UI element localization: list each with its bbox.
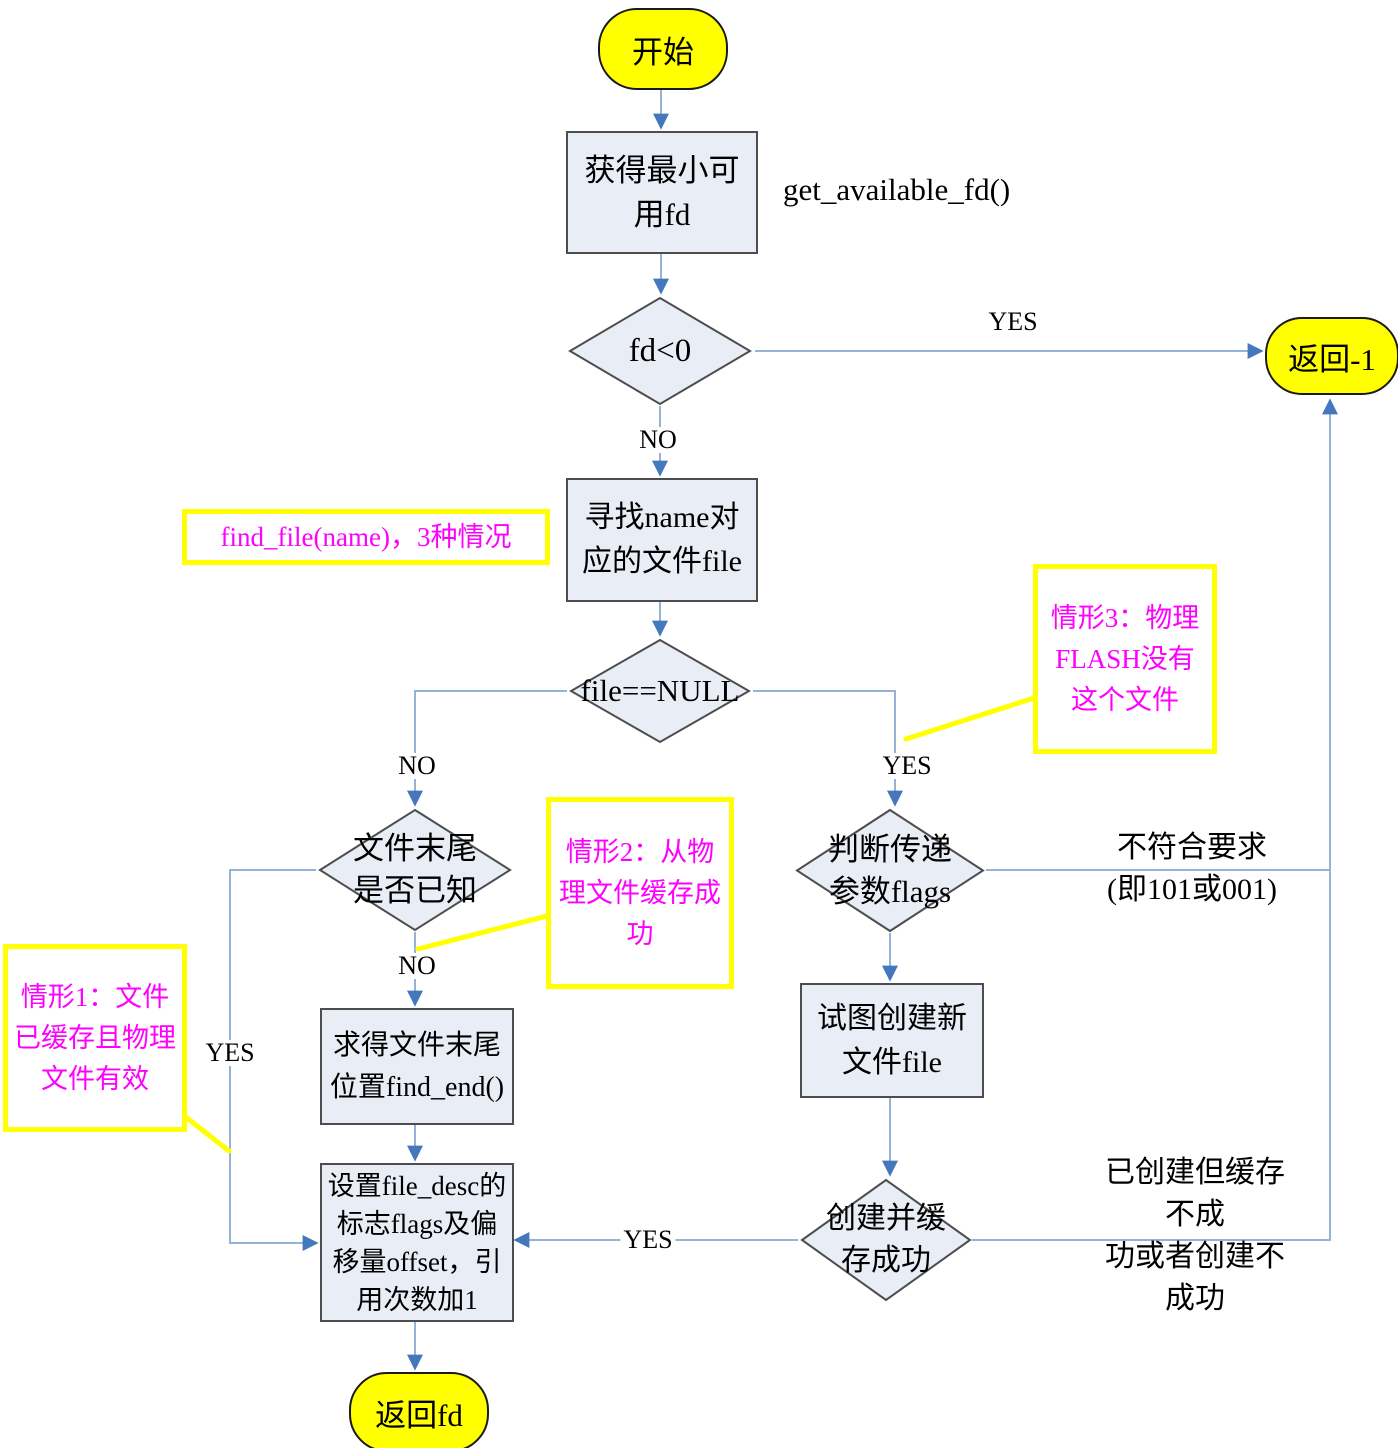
decision-create-cache: 创建并缓 存成功 <box>800 1178 972 1302</box>
edge-label-create-yes: YES <box>620 1227 676 1253</box>
diamond-shape <box>569 638 751 744</box>
diamond-shape <box>800 1178 972 1302</box>
process-create-new-file: 试图创建新 文件file <box>800 983 984 1098</box>
diamond-shape <box>318 808 512 932</box>
decision-fd-lt-0: fd<0 <box>568 296 752 406</box>
label-flags-fail: 不符合要求 (即101或001) <box>1107 831 1277 906</box>
edge-label-fd-no: NO <box>636 427 680 453</box>
decision-end-known: 文件末尾 是否已知 <box>318 808 512 932</box>
edge-label-null-no: NO <box>395 753 439 779</box>
edge-flags-fail-to-returnneg1 <box>986 398 1338 871</box>
edge-filenull-no-to-endknown <box>407 690 567 807</box>
edge-label-null-yes: YES <box>879 753 935 779</box>
decision-judge-flags: 判断传递 参数flags <box>795 808 985 933</box>
decision-fd-lt-0-label: fd<0 <box>628 332 692 369</box>
callout-line-case3 <box>903 695 1037 742</box>
callout-line-case1 <box>184 1115 232 1154</box>
process-find-end: 求得文件末尾 位置find_end() <box>320 1008 514 1125</box>
start-terminal: 开始 <box>598 8 728 90</box>
decision-file-null: file==NULL <box>569 638 751 744</box>
return-neg1-terminal: 返回-1 <box>1265 317 1398 395</box>
process-find-file: 寻找name对 应的文件file <box>566 478 758 602</box>
callout-line-case2 <box>415 913 550 952</box>
annotation-case2: 情形2：从物 理文件缓存成 功 <box>546 797 734 989</box>
edge-label-end-yes: YES <box>202 1040 258 1066</box>
decision-judge-flags-label: 判断传递 参数flags <box>828 831 952 909</box>
decision-end-known-label: 文件末尾 是否已知 <box>353 831 477 908</box>
edge-filenull-yes-to-flags <box>753 690 903 807</box>
process-get-available-fd: 获得最小可 用fd <box>566 131 758 254</box>
label-create-fail: 已创建但缓存不成 功或者创建不成功 <box>1105 1156 1285 1315</box>
edge-label-end-no: NO <box>395 953 439 979</box>
decision-create-cache-label: 创建并缓 存成功 <box>826 1202 946 1277</box>
diamond-shape <box>568 296 752 406</box>
process-set-file-desc: 设置file_desc的 标志flags及偏 移量offset，引 用次数加1 <box>320 1163 514 1322</box>
return-fd-terminal: 返回fd <box>349 1372 489 1448</box>
decision-file-null-label: file==NULL <box>580 673 740 708</box>
edge-label-fd-yes: YES <box>988 307 1038 336</box>
diamond-shape <box>795 808 985 933</box>
annotation-case1: 情形1：文件 已缓存且物理 文件有效 <box>3 944 187 1132</box>
label-get-available-fd-fn: get_available_fd() <box>783 172 1011 207</box>
annotation-find-file-note: find_file(name)，3种情况 <box>182 509 550 565</box>
edge-createcache-fail-line <box>972 870 1331 1241</box>
annotation-case3: 情形3：物理 FLASH没有 这个文件 <box>1033 564 1217 754</box>
